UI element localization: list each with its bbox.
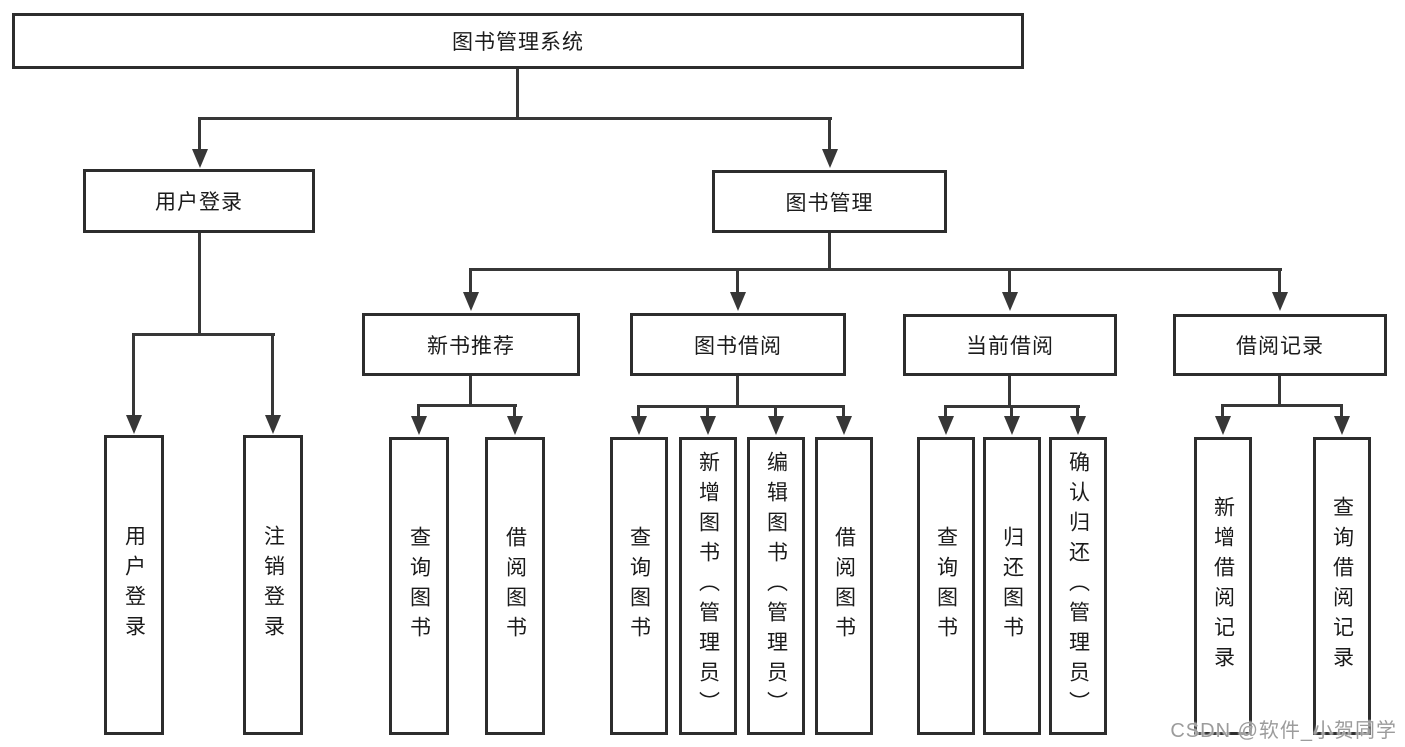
leaf-confirm-return-admin-label: 确认归还（管理员）	[1066, 451, 1090, 721]
leaf-borrow-query-book: 查询图书	[610, 437, 668, 735]
connector-line	[469, 268, 1282, 271]
node-book-borrow-label: 图书借阅	[694, 334, 782, 358]
connector-line	[1340, 406, 1343, 417]
leaf-query-borrow-record-label: 查询借阅记录	[1330, 496, 1354, 676]
arrow-down-icon	[507, 416, 523, 435]
arrow-down-icon	[1334, 416, 1350, 435]
connector-line	[736, 375, 739, 408]
arrow-down-icon	[768, 416, 784, 435]
connector-line	[417, 404, 517, 407]
connector-line	[828, 119, 831, 150]
arrow-down-icon	[126, 415, 142, 434]
leaf-confirm-return-admin: 确认归还（管理员）	[1049, 437, 1107, 735]
connector-line	[1076, 407, 1079, 417]
connector-line	[198, 117, 832, 120]
leaf-logout: 注销登录	[243, 435, 303, 735]
node-root-label: 图书管理系统	[452, 31, 584, 54]
leaf-borrow-book-label: 借阅图书	[832, 526, 856, 646]
arrow-down-icon	[1272, 292, 1288, 311]
arrow-down-icon	[1070, 416, 1086, 435]
arrow-down-icon	[1002, 292, 1018, 311]
leaf-query-borrow-record: 查询借阅记录	[1313, 437, 1371, 735]
connector-line	[469, 375, 472, 407]
leaf-add-book-admin: 新增图书（管理员）	[679, 437, 737, 735]
node-borrow-records: 借阅记录	[1173, 314, 1387, 376]
arrow-down-icon	[730, 292, 746, 311]
node-current-borrow: 当前借阅	[903, 314, 1117, 376]
connector-line	[132, 335, 135, 416]
leaf-add-borrow-record: 新增借阅记录	[1194, 437, 1252, 735]
connector-line	[637, 407, 640, 417]
node-user-login-label: 用户登录	[155, 191, 243, 214]
leaf-add-borrow-record-label: 新增借阅记录	[1211, 496, 1235, 676]
connector-line	[828, 232, 831, 271]
leaf-borrow-book: 借阅图书	[815, 437, 873, 735]
node-new-book-recommend-label: 新书推荐	[427, 334, 515, 358]
connector-line	[637, 405, 845, 408]
leaf-recommend-query-book: 查询图书	[389, 437, 449, 735]
connector-line	[198, 119, 201, 150]
node-current-borrow-label: 当前借阅	[966, 335, 1054, 358]
leaf-return-book: 归还图书	[983, 437, 1041, 735]
connector-line	[944, 405, 1080, 408]
connector-line	[736, 270, 739, 293]
connector-line	[469, 270, 472, 293]
node-book-management: 图书管理	[712, 170, 947, 233]
arrow-down-icon	[265, 415, 281, 434]
arrow-down-icon	[1004, 416, 1020, 435]
connector-line	[944, 407, 947, 417]
connector-line	[842, 407, 845, 417]
arrow-down-icon	[1215, 416, 1231, 435]
leaf-recommend-borrow-book-label: 借阅图书	[503, 526, 527, 646]
connector-line	[1221, 406, 1224, 417]
connector-line	[774, 407, 777, 417]
watermark: CSDN @软件_小贺同学	[1170, 720, 1397, 742]
leaf-user-login: 用户登录	[104, 435, 164, 735]
connector-line	[198, 232, 201, 335]
leaf-user-login-label: 用户登录	[122, 525, 146, 645]
connector-line	[1008, 270, 1011, 293]
connector-line	[516, 68, 519, 120]
node-borrow-records-label: 借阅记录	[1236, 335, 1324, 358]
node-root: 图书管理系统	[12, 13, 1024, 69]
arrow-down-icon	[631, 416, 647, 435]
connector-line	[1278, 270, 1281, 293]
leaf-recommend-query-book-label: 查询图书	[407, 526, 431, 646]
leaf-recommend-borrow-book: 借阅图书	[485, 437, 545, 735]
leaf-return-book-label: 归还图书	[1000, 526, 1024, 646]
arrow-down-icon	[700, 416, 716, 435]
connector-line	[271, 335, 274, 416]
arrow-down-icon	[938, 416, 954, 435]
connector-line	[513, 406, 516, 417]
arrow-down-icon	[192, 149, 208, 168]
leaf-edit-book-admin-label: 编辑图书（管理员）	[764, 451, 788, 721]
leaf-add-book-admin-label: 新增图书（管理员）	[696, 451, 720, 721]
node-new-book-recommend: 新书推荐	[362, 313, 580, 376]
leaf-current-query-book-label: 查询图书	[934, 526, 958, 646]
arrow-down-icon	[463, 292, 479, 311]
arrow-down-icon	[822, 149, 838, 168]
connector-line	[417, 406, 420, 417]
node-book-management-label: 图书管理	[785, 191, 874, 215]
arrow-down-icon	[411, 416, 427, 435]
arrow-down-icon	[836, 416, 852, 435]
leaf-borrow-query-book-label: 查询图书	[627, 526, 651, 646]
leaf-logout-label: 注销登录	[261, 525, 285, 645]
leaf-edit-book-admin: 编辑图书（管理员）	[747, 437, 805, 735]
connector-line	[1221, 404, 1343, 407]
connector-line	[1008, 375, 1011, 408]
node-user-login: 用户登录	[83, 169, 315, 233]
connector-line	[1278, 375, 1281, 407]
connector-line	[1010, 407, 1013, 417]
node-book-borrow: 图书借阅	[630, 313, 846, 376]
leaf-current-query-book: 查询图书	[917, 437, 975, 735]
connector-line	[132, 333, 275, 336]
connector-line	[706, 407, 709, 417]
